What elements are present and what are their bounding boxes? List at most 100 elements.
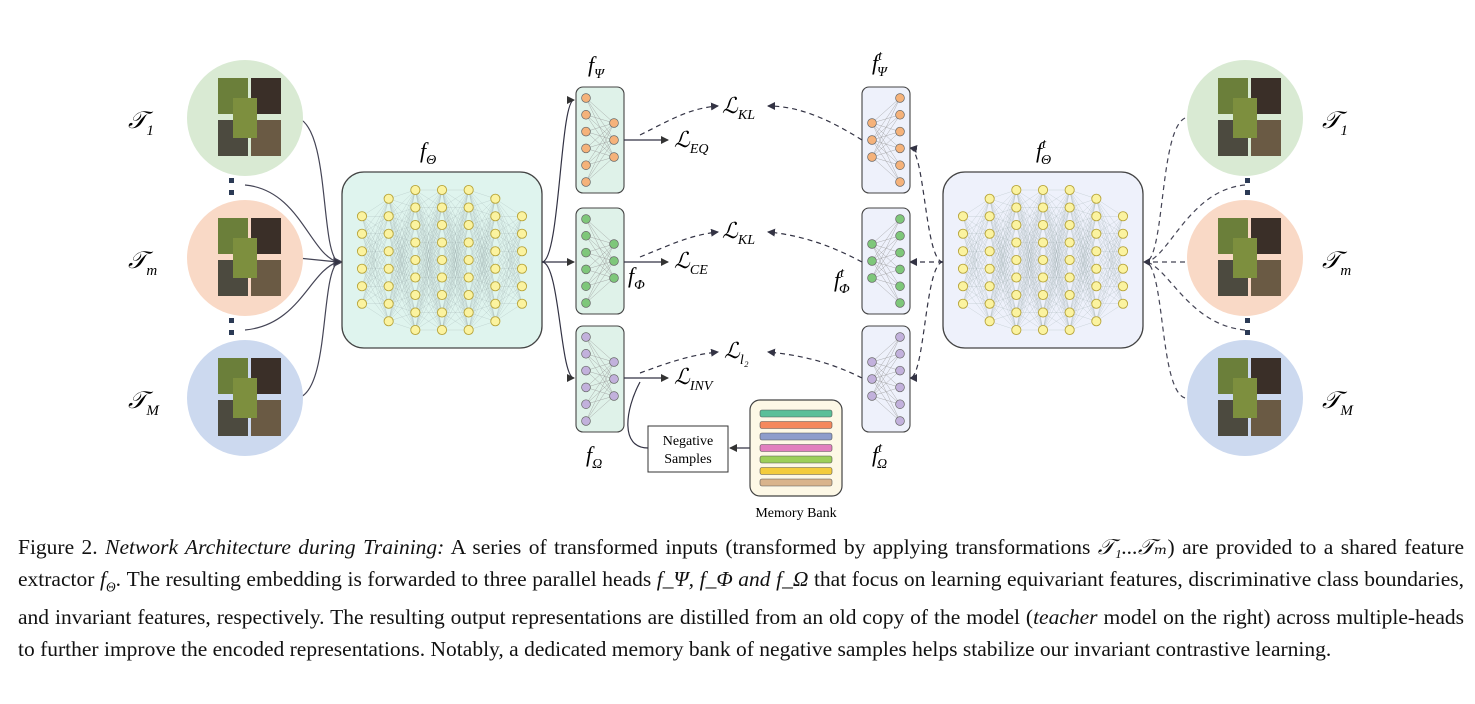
student-transform-label: 𝒯M (128, 388, 160, 419)
network-node (436, 307, 448, 318)
head-node (581, 143, 591, 154)
network-node (1037, 184, 1049, 196)
network-node (1037, 307, 1049, 318)
network-node (463, 219, 474, 231)
teacher-input-connections (1146, 117, 1246, 399)
network-node (490, 211, 501, 222)
loss-inv: ℒINV (674, 364, 714, 394)
head-node (609, 135, 619, 145)
head-node (895, 177, 905, 187)
network-node (1091, 211, 1102, 222)
head-node (609, 118, 619, 128)
network-node (490, 246, 501, 257)
teacher-feature-extractor (942, 171, 1144, 349)
network-node (383, 263, 394, 274)
network-node (463, 307, 474, 318)
head-node (895, 110, 905, 120)
image-tile (233, 98, 257, 138)
head-node (867, 357, 877, 367)
network-node (516, 246, 528, 257)
network-node (1011, 254, 1022, 266)
teacher-input-1: 𝒯1 (1187, 60, 1348, 176)
network-node (984, 263, 995, 274)
teacher-phi-head (861, 207, 911, 315)
memory-bank-label: Memory Bank (755, 506, 836, 521)
network-node (410, 254, 421, 266)
caption-p4: that focus on learning equivariant featu… (18, 566, 1464, 630)
network-node (984, 211, 995, 222)
network-node (436, 237, 448, 248)
head-node (581, 382, 591, 393)
head-node (609, 391, 619, 401)
student-feature-extractor (341, 171, 543, 349)
student-input-M: 𝒯M (128, 340, 303, 456)
head-node (581, 177, 591, 187)
network-node (1117, 263, 1129, 274)
head-node (581, 126, 591, 137)
head-node (895, 126, 905, 137)
network-node (516, 211, 528, 222)
head-node (895, 231, 905, 241)
network-node (1091, 246, 1102, 257)
negative-samples-box: Negative Samples (647, 425, 729, 473)
network-node (1037, 254, 1049, 266)
network-node (383, 211, 394, 222)
head-node (581, 110, 591, 120)
network-node (1011, 184, 1022, 196)
loss-ce: ℒCE (674, 248, 708, 278)
memory-bar (759, 455, 833, 464)
head-node (581, 160, 591, 170)
image-tile (233, 378, 257, 418)
network-node (984, 193, 995, 204)
network-node (957, 263, 969, 274)
head-node (895, 214, 905, 224)
head-node (581, 399, 591, 409)
memory-bar (759, 432, 833, 441)
network-node (1037, 289, 1049, 301)
head-node (609, 239, 619, 249)
network-node (516, 298, 528, 309)
network-node (984, 316, 995, 327)
svg-text:Negative: Negative (663, 434, 714, 449)
student-input-m: 𝒯m (128, 200, 303, 316)
network-node (516, 263, 528, 274)
network-node (1037, 202, 1049, 213)
head-node (581, 281, 591, 291)
network-node (1037, 237, 1049, 248)
network-node (410, 307, 421, 318)
network-node (957, 211, 969, 222)
network-node (1011, 237, 1022, 248)
head-node (581, 93, 591, 103)
head-node (581, 214, 591, 224)
head-node (895, 247, 905, 258)
network-node (1064, 272, 1075, 283)
head-node (581, 416, 591, 426)
head-node (867, 374, 877, 384)
network-node (984, 246, 995, 257)
head-node (609, 256, 619, 266)
caption-title: Network Architecture during Training: (105, 535, 445, 559)
head-node (867, 152, 877, 162)
network-node (1091, 263, 1102, 274)
network-node (516, 281, 528, 292)
image-tile (1233, 238, 1257, 278)
teacher-input-M: 𝒯M (1187, 340, 1354, 456)
network-node (1011, 324, 1022, 336)
memory-bar (759, 409, 833, 418)
memory-bar (759, 444, 833, 452)
psi-head (575, 86, 625, 194)
loss-kl-2: ℒKL (722, 218, 755, 248)
network-node (383, 281, 394, 292)
head-node (867, 135, 877, 145)
head-node (581, 298, 591, 308)
network-node (1064, 219, 1075, 231)
psi-head-label: fΨ (588, 52, 605, 82)
network-node (383, 316, 394, 327)
network-node (356, 263, 368, 274)
caption-p2: ) are provided to a shared feature extra… (18, 535, 1464, 591)
phi-head-label: fΦ (628, 263, 645, 293)
